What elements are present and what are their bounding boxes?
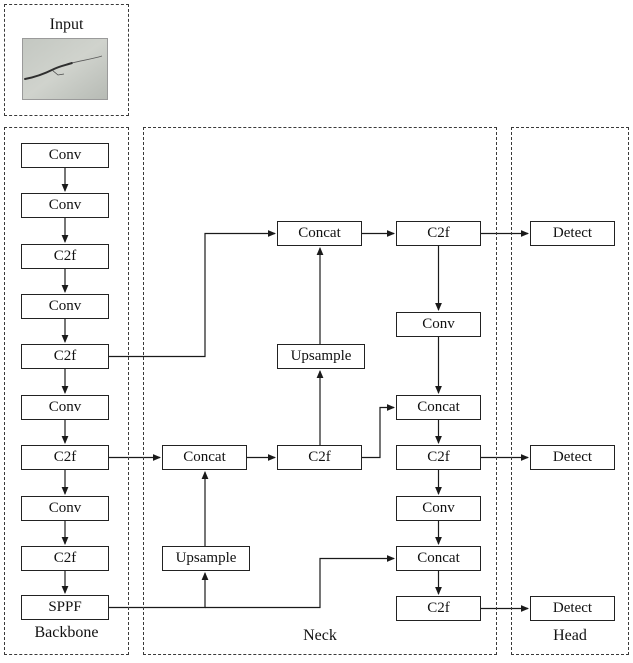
head-label: Head — [553, 627, 587, 644]
neck-node-concat-right-lower: Concat — [396, 546, 481, 571]
backbone-node-conv-2: Conv — [21, 193, 109, 218]
neck-node-c2f-mid: C2f — [277, 445, 362, 470]
neck-section — [143, 127, 497, 655]
neck-node-c2f-right-mid: C2f — [396, 445, 481, 470]
head-node-detect-1: Detect — [530, 221, 615, 246]
backbone-section — [4, 127, 129, 655]
backbone-node-c2f-3: C2f — [21, 445, 109, 470]
neck-node-upsample-upper: Upsample — [277, 344, 365, 369]
neck-node-conv-right-lower: Conv — [396, 496, 481, 521]
backbone-node-c2f-1: C2f — [21, 244, 109, 269]
neck-node-concat-left: Concat — [162, 445, 247, 470]
input-label: Input — [49, 16, 84, 33]
backbone-node-c2f-2: C2f — [21, 344, 109, 369]
crack-photo-graphic — [22, 38, 108, 100]
neck-node-upsample-lower: Upsample — [162, 546, 250, 571]
neck-node-c2f-top: C2f — [396, 221, 481, 246]
head-node-detect-2: Detect — [530, 445, 615, 470]
backbone-node-conv-1: Conv — [21, 143, 109, 168]
head-section — [511, 127, 629, 655]
neck-label: Neck — [303, 627, 337, 644]
backbone-node-c2f-4: C2f — [21, 546, 109, 571]
neck-node-concat-top: Concat — [277, 221, 362, 246]
backbone-label: Backbone — [34, 624, 99, 641]
neck-node-c2f-bottom: C2f — [396, 596, 481, 621]
backbone-node-conv-3: Conv — [21, 294, 109, 319]
neck-node-conv-right-upper: Conv — [396, 312, 481, 337]
input-image — [22, 38, 108, 100]
backbone-node-conv-4: Conv — [21, 395, 109, 420]
head-node-detect-3: Detect — [530, 596, 615, 621]
backbone-node-sppf: SPPF — [21, 595, 109, 620]
backbone-node-conv-5: Conv — [21, 496, 109, 521]
input-section — [4, 4, 129, 116]
neck-node-concat-right-upper: Concat — [396, 395, 481, 420]
